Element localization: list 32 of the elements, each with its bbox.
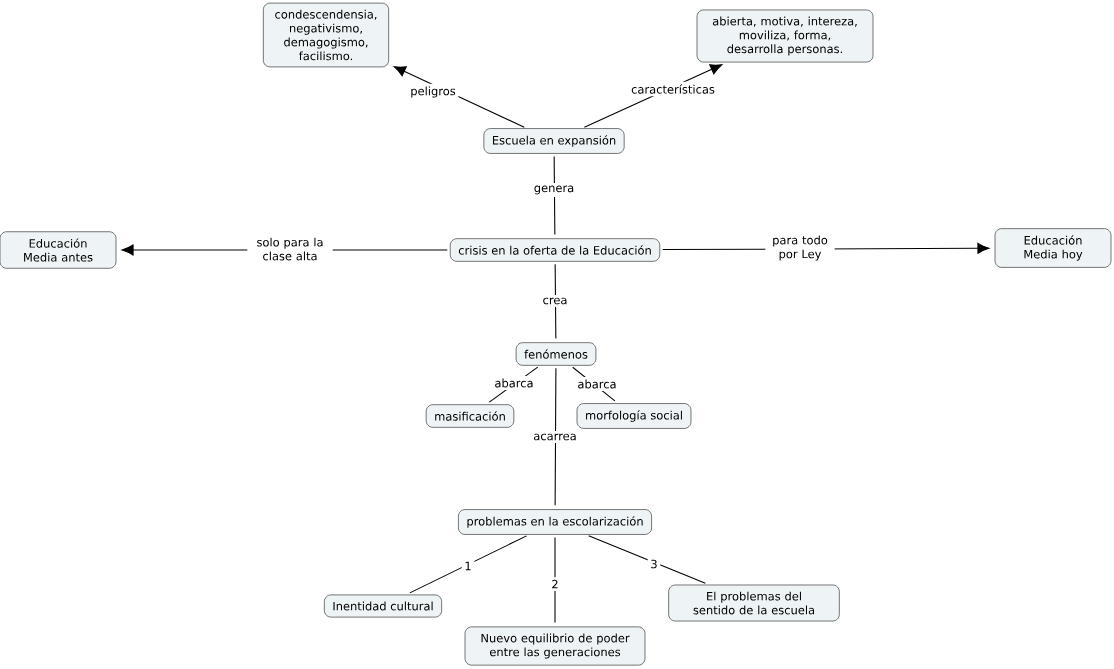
connector bbox=[393, 66, 525, 128]
connector bbox=[554, 536, 556, 624]
connector bbox=[554, 263, 557, 339]
concept-box: problemas en la escolarización bbox=[458, 509, 652, 535]
edge-label: 1 bbox=[461, 559, 475, 573]
concept-box: masificación bbox=[425, 404, 515, 428]
concept-box: Educación Media hoy bbox=[994, 228, 1112, 268]
concept-box: Nuevo equilibrio de poder entre las generaciones bbox=[464, 626, 646, 666]
edge-label: peligros bbox=[407, 83, 459, 101]
concept-box: El problemas del sentido de la escuela bbox=[668, 584, 840, 622]
concept-box: Educación Media antes bbox=[0, 231, 117, 269]
edge-label: genera bbox=[531, 182, 577, 198]
edge-label: características bbox=[628, 81, 718, 97]
connector bbox=[588, 535, 706, 584]
concept-box: fenómenos bbox=[515, 342, 597, 366]
concept-box: Escuela en expansión bbox=[483, 128, 625, 154]
edge-label: solo para la clase alta bbox=[247, 234, 333, 264]
edge-label: 3 bbox=[647, 557, 661, 571]
connector bbox=[583, 64, 723, 128]
edge-label: abarca bbox=[491, 375, 537, 391]
edge-label: abarca bbox=[574, 376, 620, 392]
concept-box: abierta, motiva, intereza, moviliza, forma, desarrolla personas. bbox=[696, 9, 874, 63]
edge-label: crea bbox=[539, 295, 571, 307]
edge-label: para todo por Ley bbox=[765, 232, 835, 264]
connector bbox=[409, 535, 528, 594]
edge-label: 2 bbox=[548, 577, 562, 591]
concept-box: condescendensia, negativismo, demagogismo, facilismo. bbox=[263, 2, 389, 68]
concept-box: morfología social bbox=[576, 403, 692, 429]
concept-box: Inentidad cultural bbox=[324, 594, 442, 618]
concept-box: crisis en la oferta de la Educación bbox=[449, 238, 661, 262]
connector bbox=[554, 367, 557, 506]
edge-label: acarrea bbox=[530, 431, 580, 443]
